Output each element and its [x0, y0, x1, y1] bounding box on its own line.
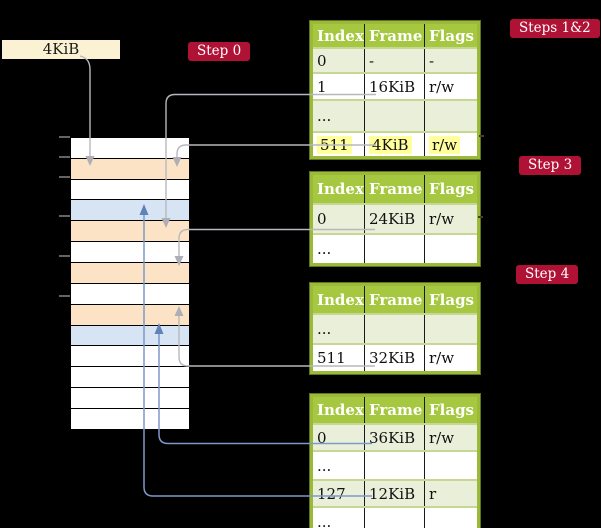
- table-row-511: 511 4KiB r/w: [313, 131, 477, 156]
- column-header-index: Index: [313, 24, 365, 47]
- badge-step-3: Step 3: [519, 156, 582, 175]
- column-header-index: Index: [313, 286, 365, 313]
- memory-row-3-ram: [70, 179, 190, 200]
- memory-row-1-ram: [70, 137, 190, 159]
- column-header-frame: Frame: [365, 24, 425, 47]
- column-header-flags: Flags: [429, 180, 474, 198]
- table-cell: r/w: [429, 349, 455, 367]
- table-cell: [425, 508, 477, 528]
- column-header-flags: Flags: [429, 401, 474, 419]
- table-cell: r/w: [425, 133, 477, 156]
- table-cell: r/w: [429, 210, 455, 228]
- table-cell: ...: [313, 235, 365, 263]
- table-cell: 511: [313, 345, 365, 371]
- memory-row-6-ram: [70, 241, 190, 263]
- table-row-...: ...: [313, 99, 477, 131]
- table-cell: -: [365, 49, 425, 72]
- memory-row-5-pagetable: [70, 220, 190, 242]
- table-cell: [425, 235, 477, 263]
- table-cell: [425, 101, 477, 131]
- memory-row-14-ram: [70, 408, 190, 430]
- table-cell: [365, 235, 425, 263]
- physical-memory-column: [70, 137, 190, 430]
- memory-row-10-datapage: [70, 325, 190, 346]
- table-cell: ...: [313, 101, 365, 131]
- table-cell: 24KiB: [365, 205, 425, 233]
- table-cell: [425, 452, 477, 479]
- table-row-...: ...: [313, 450, 477, 479]
- memory-row-9-pagetable: [70, 304, 190, 326]
- table-cell: 32KiB: [365, 345, 425, 371]
- column-header-flags: Flags: [429, 26, 474, 45]
- column-header-frame: Frame: [365, 175, 425, 203]
- table-cell: 511: [313, 133, 365, 156]
- badge-steps-1-2: Steps 1&2: [510, 19, 600, 38]
- free-frame-label: 4KiB: [2, 40, 120, 59]
- table-cell: [365, 508, 425, 528]
- table-cell: 0: [313, 205, 365, 233]
- table-cell: r: [429, 484, 437, 503]
- table-cell: [365, 101, 425, 131]
- column-header-index: Index: [313, 175, 365, 203]
- column-header-index: Index: [313, 397, 365, 423]
- table-cell: ...: [313, 452, 365, 479]
- table-cell: 4KiB: [365, 133, 425, 156]
- memory-row-13-ram: [70, 387, 190, 409]
- memory-address-ticks: [59, 136, 70, 297]
- column-header-frame: Frame: [365, 286, 425, 313]
- table-cell: 36KiB: [365, 425, 425, 450]
- table-cell: 0: [313, 49, 365, 72]
- memory-row-8-ram: [70, 283, 190, 305]
- table-cell: ...: [313, 315, 365, 343]
- column-header-flags: Flags: [429, 290, 474, 309]
- table-row-...: ...: [313, 313, 477, 343]
- table-cell: -: [429, 51, 435, 70]
- highlighted-value: 511: [317, 135, 352, 154]
- table-cell: 0: [313, 425, 365, 450]
- table-cell: [425, 315, 477, 343]
- table-cell: 16KiB: [365, 74, 425, 99]
- table-cell: [365, 452, 425, 479]
- memory-row-7-pagetable: [70, 262, 190, 284]
- table-row-...: ...: [313, 506, 477, 528]
- memory-row-4-datapage: [70, 199, 190, 221]
- table-cell: 12KiB: [365, 481, 425, 506]
- memory-row-2-pagetable: [70, 158, 190, 180]
- memory-row-12-ram: [70, 366, 190, 388]
- table-cell: 127: [313, 481, 365, 506]
- table-cell: r/w: [429, 428, 455, 447]
- highlighted-value: 4KiB: [369, 135, 412, 154]
- highlighted-value: r/w: [429, 135, 461, 154]
- badge-step-0: Step 0: [188, 42, 251, 61]
- table-row-...: ...: [313, 233, 477, 263]
- table-cell: [365, 315, 425, 343]
- memory-row-11-ram: [70, 345, 190, 367]
- table-cell: r/w: [429, 77, 455, 96]
- table-cell: ...: [313, 508, 365, 528]
- badge-step-4: Step 4: [516, 265, 579, 284]
- table-row-0: 0--: [313, 47, 477, 72]
- column-header-frame: Frame: [365, 397, 425, 423]
- table-cell: 1: [313, 74, 365, 99]
